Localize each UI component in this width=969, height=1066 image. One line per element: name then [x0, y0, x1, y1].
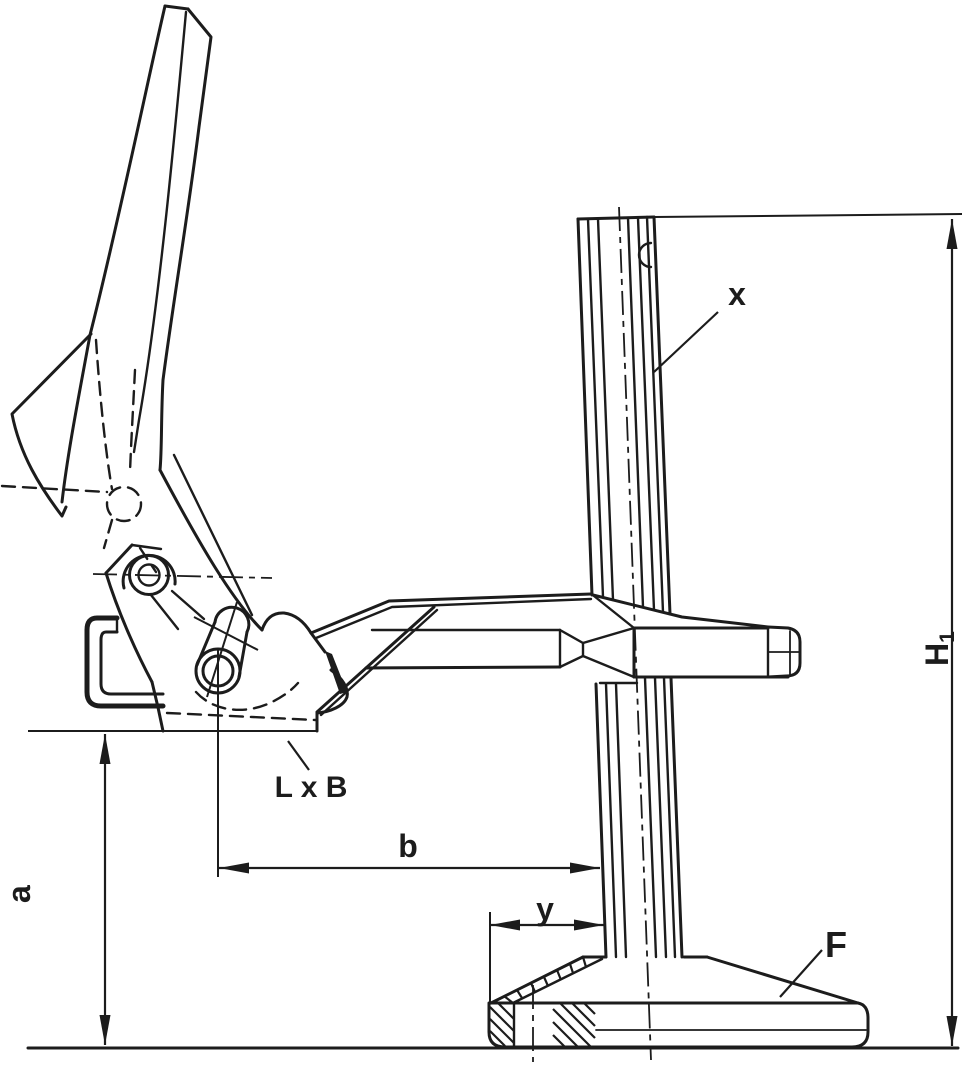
label-a: a — [1, 885, 37, 903]
dimension-a: a — [1, 730, 317, 1045]
section-hatch-left-cap — [489, 1002, 515, 1047]
callout-x: x — [653, 276, 746, 373]
clamp-pad — [150, 668, 349, 733]
base-foot — [487, 955, 870, 1062]
label-x: x — [728, 276, 746, 312]
section-hatch-inner — [552, 1002, 596, 1048]
label-h1: H1 — [919, 631, 959, 666]
clamp-head — [84, 453, 349, 733]
callout-f: F — [779, 924, 847, 998]
label-y: y — [536, 891, 554, 927]
dimension-h1: H1 — [653, 213, 963, 1046]
callout-lxb: L x B — [275, 740, 348, 804]
label-b: b — [398, 828, 418, 864]
handle-lever — [0, 4, 213, 574]
arm — [260, 592, 636, 717]
dimension-y: y — [489, 891, 604, 1002]
dimension-b: b — [217, 649, 600, 877]
rail-notch — [637, 241, 653, 269]
edge-bracket — [84, 615, 166, 709]
label-lxb: L x B — [275, 771, 348, 804]
slider-sleeve — [591, 593, 802, 685]
leader-f — [779, 949, 823, 998]
upper-pivot — [92, 543, 273, 596]
leader-x — [653, 311, 719, 373]
rail — [576, 206, 684, 1061]
label-f: F — [825, 924, 847, 965]
leader-lxb — [287, 740, 310, 771]
handle-flag — [10, 332, 93, 518]
hidden-linkage — [0, 338, 158, 574]
